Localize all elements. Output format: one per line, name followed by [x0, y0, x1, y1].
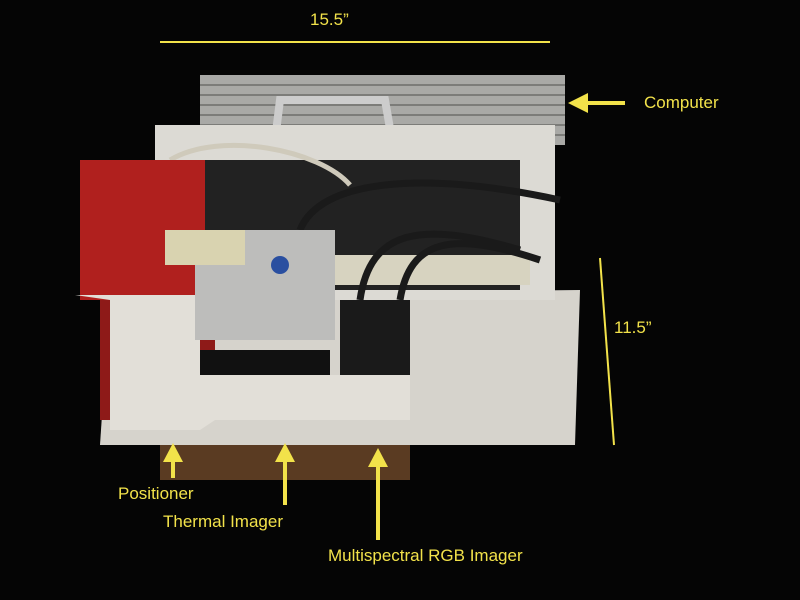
- thermal-imager-arrow: [275, 443, 295, 462]
- depth-label: 11.5”: [614, 318, 652, 337]
- handle: [271, 96, 396, 141]
- multispectral-label: Multispectral RGB Imager: [328, 546, 523, 565]
- rgb-imager-block: [340, 300, 410, 375]
- multispectral-arrow: [368, 448, 388, 467]
- thermal-imager-label: Thermal Imager: [163, 512, 283, 531]
- positioner-arrow: [163, 443, 183, 462]
- computer-arrow: [568, 93, 588, 113]
- width-label: 15.5”: [310, 10, 349, 29]
- positioner-label: Positioner: [118, 484, 194, 503]
- depth-dimension-line: [599, 257, 615, 446]
- computer-label: Computer: [644, 93, 719, 112]
